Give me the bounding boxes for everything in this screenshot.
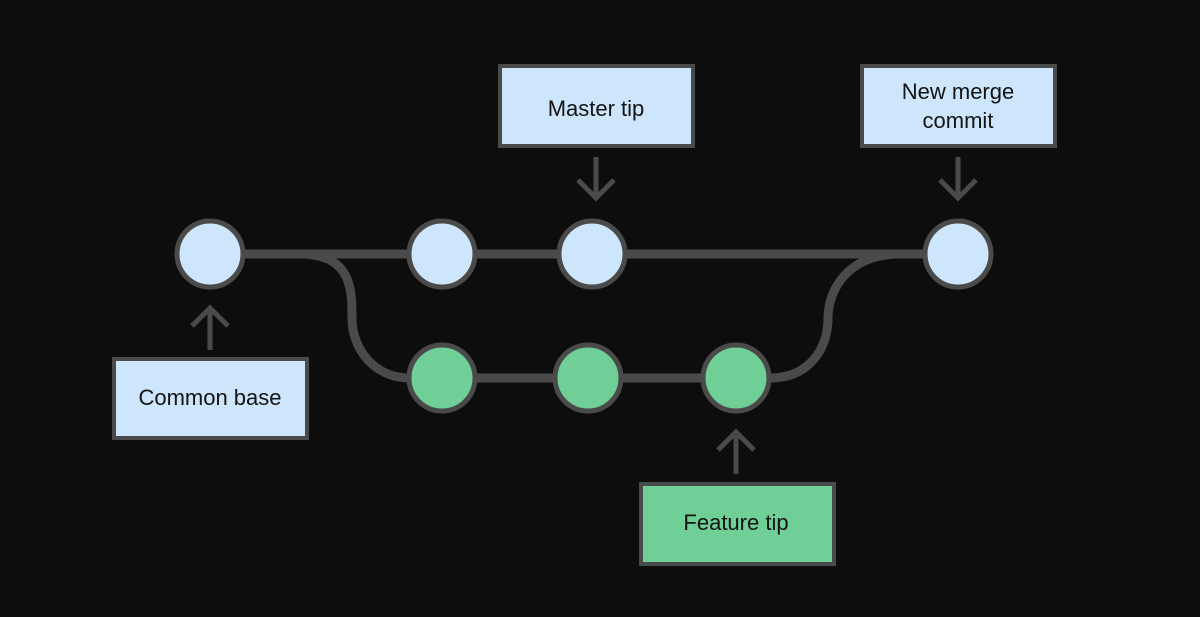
commit-feature-2: [552, 342, 624, 414]
commit-master-tip: [556, 218, 628, 290]
commit-feature-tip: [700, 342, 772, 414]
master-tip-label: Master tip: [498, 64, 695, 148]
common-base-arrow: [190, 304, 230, 350]
commit-feature-1: [406, 342, 478, 414]
feature-tip-arrow: [716, 428, 756, 474]
commit-master-1: [406, 218, 478, 290]
merge-commit-arrow: [938, 157, 978, 202]
master-tip-arrow: [576, 157, 616, 202]
commit-common-base: [174, 218, 246, 290]
fork-curve: [299, 249, 411, 383]
merge-commit-text-line1: New merge: [902, 79, 1014, 104]
feature-tip-text: Feature tip: [683, 510, 788, 535]
merge-commit-text-line2: commit: [923, 108, 994, 133]
commit-merge: [922, 218, 994, 290]
master-tip-text: Master tip: [548, 96, 645, 121]
common-base-text: Common base: [138, 385, 281, 410]
merge-commit-label: New merge commit: [860, 64, 1057, 148]
common-base-label: Common base: [112, 357, 309, 440]
merge-curve: [769, 249, 901, 383]
feature-tip-label: Feature tip: [639, 482, 836, 566]
